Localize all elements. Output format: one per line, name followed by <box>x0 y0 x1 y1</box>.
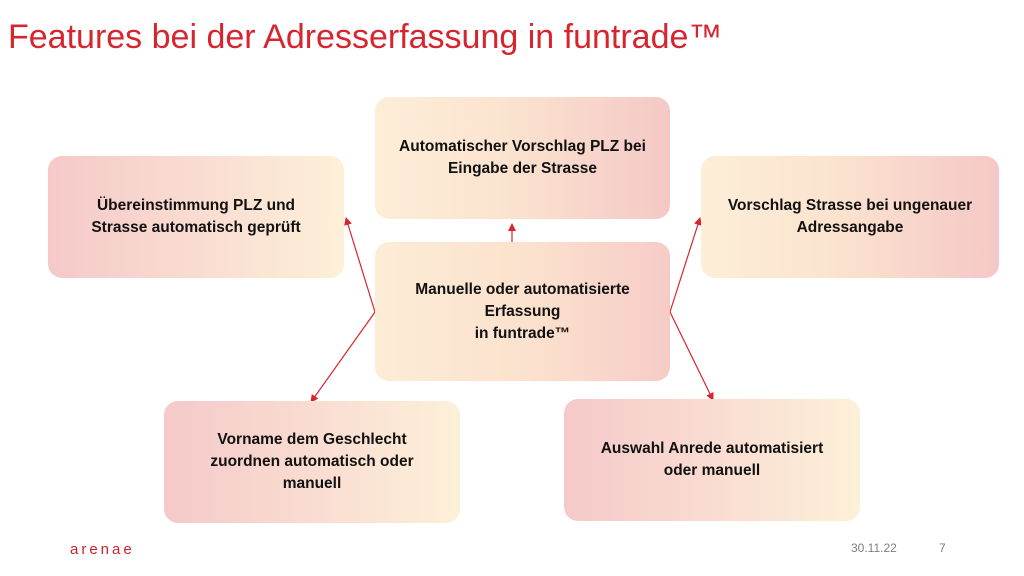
node-right-text: Vorschlag Strasse bei ungenauer Adressan… <box>727 197 973 236</box>
node-left-text: Übereinstimmung PLZ und Strasse automati… <box>91 197 301 236</box>
page-number: 7 <box>939 541 946 555</box>
node-right: Vorschlag Strasse bei ungenauer Adressan… <box>701 156 999 278</box>
node-center-text: Manuelle oder automatisierte Erfassung i… <box>415 280 630 342</box>
arrow-to-left <box>344 217 376 313</box>
node-bottom-left: Vorname dem Geschlecht zuordnen automati… <box>164 401 460 523</box>
arrow-to-right <box>669 217 702 313</box>
brand-logo: arenae <box>70 541 135 558</box>
arrow-to-bottom-left <box>310 311 376 403</box>
node-left: Übereinstimmung PLZ und Strasse automati… <box>48 156 344 278</box>
arrow-to-bottom-right <box>669 311 714 401</box>
node-bottom-right-text: Auswahl Anrede automatisiert oder manuel… <box>600 440 824 479</box>
footer-date: 30.11.22 <box>851 541 897 555</box>
node-bottom-right: Auswahl Anrede automatisiert oder manuel… <box>564 399 860 521</box>
node-top-text: Automatischer Vorschlag PLZ bei Eingabe … <box>399 138 646 177</box>
node-top: Automatischer Vorschlag PLZ bei Eingabe … <box>375 97 670 219</box>
node-center: Manuelle oder automatisierte Erfassung i… <box>375 242 670 381</box>
node-bottom-left-text: Vorname dem Geschlecht zuordnen automati… <box>210 431 414 492</box>
slide-title: Features bei der Adresserfassung in funt… <box>8 18 723 56</box>
